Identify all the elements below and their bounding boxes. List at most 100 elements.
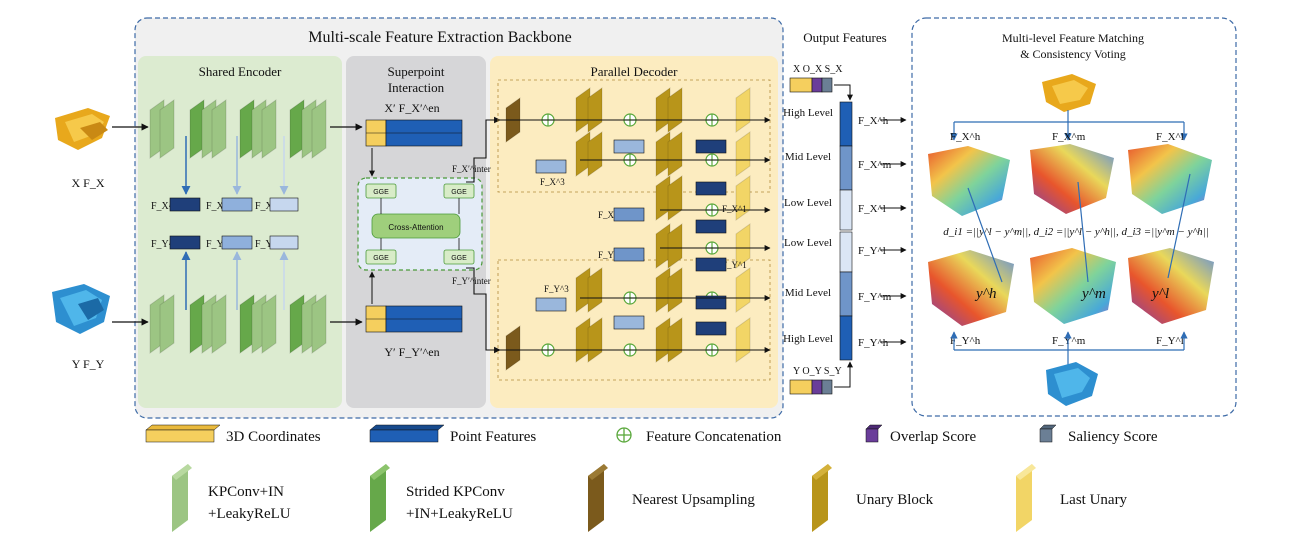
matching-title-2: & Consistency Voting xyxy=(1020,47,1126,61)
out-fy-l-label: F_Y^l xyxy=(858,245,886,257)
output-x-stack xyxy=(839,101,853,231)
gge-label-tr: GGE xyxy=(451,189,467,196)
enc-fy1-block xyxy=(169,235,201,250)
enc-fx2-label: F_X^2 xyxy=(206,201,233,212)
enc-fy3-block xyxy=(269,235,299,250)
match-heatmap-x-m xyxy=(1030,144,1114,214)
backbone-title: Multi-scale Feature Extraction Backbone xyxy=(308,29,571,46)
legend-kpconv-line1: KPConv+IN xyxy=(208,484,284,500)
enc-fy3-label: F_Y^3 xyxy=(255,239,282,250)
decoder-layer-26 xyxy=(587,317,603,363)
legend-point-feature-label: Point Features xyxy=(450,429,536,445)
match-heatmap-y-h xyxy=(928,250,1014,326)
cross-attention-box xyxy=(371,213,461,239)
level-label-y-mid: Mid Level xyxy=(785,287,831,299)
decoder-layer-4 xyxy=(587,131,603,177)
legend-saliency-label: Saliency Score xyxy=(1068,429,1158,445)
out-fx-h-label: F_X^h xyxy=(858,115,889,127)
encoder-title: Shared Encoder xyxy=(199,64,282,79)
output-y-bottom-label: Y O_Y S_Y xyxy=(793,366,842,377)
output-title: Output Features xyxy=(803,30,886,45)
superpoint-title-1: Superpoint xyxy=(387,64,444,79)
input-x-pointcloud xyxy=(55,108,110,150)
enc-fx3-block xyxy=(269,197,299,212)
encoder-x-layer-4 xyxy=(211,99,227,159)
decoder-layer-12 xyxy=(735,131,751,177)
match-heatmap-x-l xyxy=(1128,144,1212,214)
dec-fx1-block-b xyxy=(695,181,727,196)
decoder-layers xyxy=(505,87,751,371)
superpoint-x-inter-label: F_X′^inter xyxy=(452,164,491,174)
input-y-pointcloud xyxy=(52,284,110,334)
legend-last-unary-icon xyxy=(1016,464,1036,532)
encoder-x-layer-10 xyxy=(311,99,327,159)
output-x-top-label: X O_X S_X xyxy=(793,64,843,75)
legend-row-2: KPConv+IN +LeakyReLU Strided KPConv +IN+… xyxy=(172,464,1128,532)
gge-label-tl: GGE xyxy=(373,189,389,196)
decoder-layer-22 xyxy=(667,317,683,363)
decoder-layer-15 xyxy=(735,267,751,313)
out-fy-m-label: F_Y^m xyxy=(858,291,892,303)
matching-target-pointcloud xyxy=(1046,362,1098,406)
legend-unary-icon xyxy=(812,464,832,532)
decoder-layer-6 xyxy=(667,87,683,133)
encoder-y-layer-10 xyxy=(311,294,327,354)
encoder-y-layers xyxy=(149,294,327,354)
level-label-y-high: High Level xyxy=(783,333,833,345)
dec-fy2-label: F_Y^2 xyxy=(598,250,623,260)
out-fy-h-label: F_Y^h xyxy=(858,337,889,349)
encoder-x-layers xyxy=(149,99,327,159)
dec-fy3-label: F_Y^3 xyxy=(544,284,569,294)
superpoint-title-2: Interaction xyxy=(388,80,445,95)
legend-strided-icon xyxy=(370,464,390,532)
legend-saliency-icon xyxy=(1039,424,1057,443)
level-label-x-mid: Mid Level xyxy=(785,151,831,163)
legend-overlap-label: Overlap Score xyxy=(890,429,977,445)
decoder-layer-8 xyxy=(667,131,683,177)
dec-fy1-block-c xyxy=(695,321,727,336)
decoder-layer-14 xyxy=(735,223,751,269)
level-label-y-low: Low Level xyxy=(784,237,832,249)
dec-fy3-block xyxy=(535,297,567,312)
dec-fx2-label: F_X^2 xyxy=(598,210,623,220)
enc-fx1-label: F_X^1 xyxy=(151,201,178,212)
out-fx-m-label: F_X^m xyxy=(858,159,892,171)
decoder-layer-2 xyxy=(587,87,603,133)
dec-fx3-label: F_X^3 xyxy=(540,177,565,187)
level-label-x-low: Low Level xyxy=(784,197,832,209)
dec-fy1-label: F_Y^1 xyxy=(722,260,747,270)
legend-kpconv-icon xyxy=(172,464,192,532)
match-top-label-l: F_X^l xyxy=(1156,131,1184,143)
out-fx-l-label: F_X^l xyxy=(858,203,886,215)
legend-kpconv-line2: +LeakyReLU xyxy=(208,506,291,522)
decoder-layer-20 xyxy=(667,267,683,313)
decoder-layer-27 xyxy=(505,325,521,371)
superpoint-y-inter-label: F_Y′^inter xyxy=(452,276,491,286)
superpoint-y-label: Y′ F_Y′^en xyxy=(384,345,439,359)
matching-title-1: Multi-level Feature Matching xyxy=(1002,31,1144,45)
matching-equation: d_i1 =||y^l − y^m||, d_i2 =||y^l − y^h||… xyxy=(943,226,1208,238)
match-point-ym: y^m xyxy=(1080,286,1106,302)
cross-attention-label: Cross-Attention xyxy=(388,223,443,232)
superpoint-y-feature xyxy=(365,305,463,333)
decoder-title: Parallel Decoder xyxy=(591,64,679,79)
superpoint-x-label: X′ F_X′^en xyxy=(384,101,439,115)
match-heatmap-x-h xyxy=(928,146,1010,216)
enc-fx1-block xyxy=(169,197,201,212)
enc-fx3-label: F_X^3 xyxy=(255,201,282,212)
dec-fy3-block-2 xyxy=(613,315,645,330)
dec-fy1-block-b xyxy=(695,295,727,310)
legend-upsampling-label: Nearest Upsampling xyxy=(632,492,755,508)
encoder-y-layer-4 xyxy=(211,294,227,354)
decoder-layer-18 xyxy=(667,223,683,269)
encoder-y-feature-blocks: F_Y^1 F_Y^2 F_Y^3 xyxy=(151,235,299,250)
decoder-layer-24 xyxy=(587,267,603,313)
decoder-layer-11 xyxy=(735,87,751,133)
encoder-y-layer-7 xyxy=(261,294,277,354)
match-top-label-m: F_X^m xyxy=(1052,131,1086,143)
legend-strided-line1: Strided KPConv xyxy=(406,484,505,500)
match-top-label-h: F_X^h xyxy=(950,131,981,143)
level-label-x-high: High Level xyxy=(783,107,833,119)
dec-fx1-block-c xyxy=(695,219,727,234)
input-y-label: Y F_Y xyxy=(72,357,105,371)
